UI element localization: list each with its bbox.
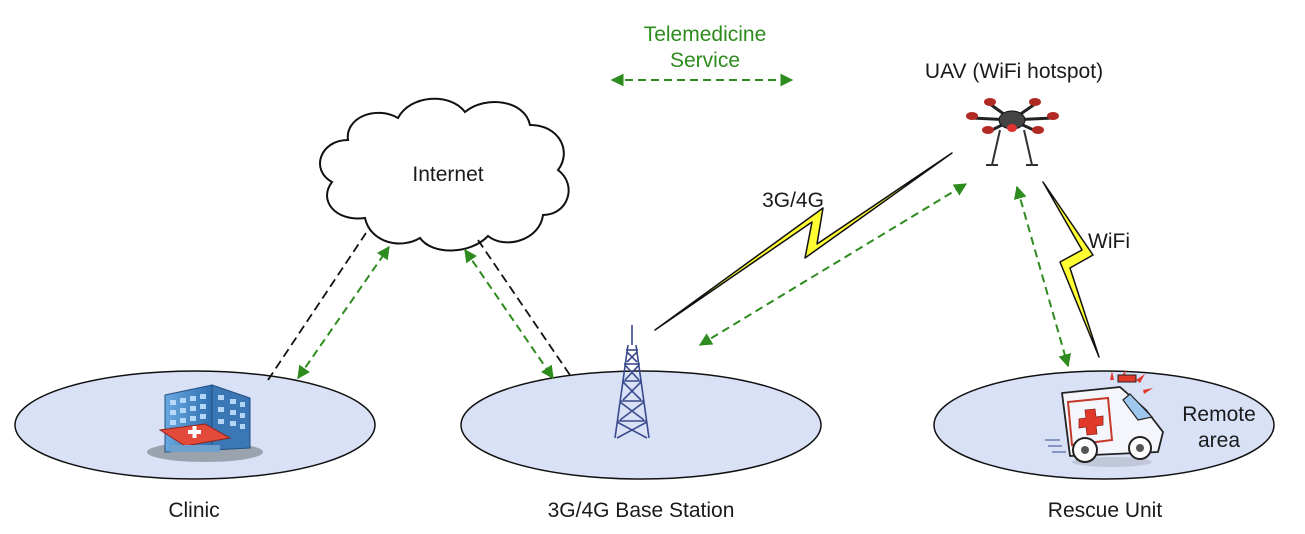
legend-line-1: Telemedicine <box>643 23 767 46</box>
base-uav-service-arrow <box>698 183 968 346</box>
cellular-link-label: 3G/4G <box>762 189 824 212</box>
drone-icon <box>966 98 1059 166</box>
ambulance-icon <box>1045 370 1164 467</box>
uav-label: UAV (WiFi hotspot) <box>924 60 1104 83</box>
clinic-internet-link <box>267 232 367 381</box>
clinic-internet-service-arrow <box>297 245 390 380</box>
remote-area-label: Remote area <box>1182 402 1256 454</box>
cell-tower-icon <box>614 325 650 439</box>
base-station-label: 3G/4G Base Station <box>547 499 735 522</box>
legend-line-2: Service <box>669 49 741 72</box>
internet-base-service-arrow <box>464 248 554 380</box>
internet-base-link <box>477 239 573 379</box>
hospital-building-icon <box>147 384 263 462</box>
remote-area-line-2: area <box>1197 429 1241 452</box>
cloud-icon <box>319 97 570 252</box>
telemedicine-service-legend: Telemedicine Service <box>644 22 767 74</box>
lightning-bolt-icon <box>1042 181 1100 358</box>
uav-rescue-service-arrow <box>1013 185 1072 368</box>
clinic-label: Clinic <box>168 499 220 522</box>
remote-area-line-1: Remote <box>1182 403 1256 426</box>
lightning-bolt-icon <box>654 152 953 331</box>
internet-label: Internet <box>412 163 484 186</box>
rescue-unit-label: Rescue Unit <box>1047 499 1163 522</box>
wifi-link-label: WiFi <box>1088 230 1130 253</box>
